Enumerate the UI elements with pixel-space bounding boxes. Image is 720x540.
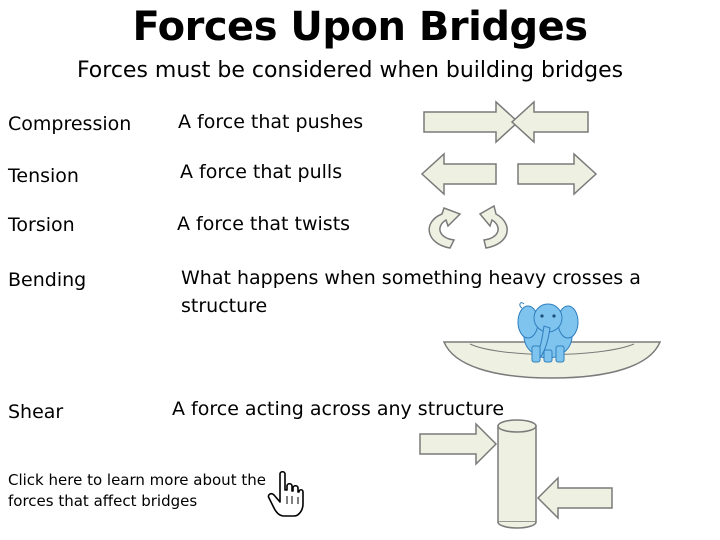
compression-arrows-icon — [423, 100, 589, 144]
shear-arrows-icon — [419, 419, 613, 529]
desc-torsion: A force that twists — [177, 213, 351, 235]
slide-subtitle: Forces must be considered when building … — [76, 58, 624, 83]
torsion-arrows-icon — [428, 204, 508, 249]
term-bending: Bending — [8, 269, 87, 291]
learn-more-link[interactable]: Click here to learn more about the force… — [8, 471, 266, 510]
term-tension: Tension — [8, 165, 79, 187]
pointing-hand-icon[interactable] — [266, 470, 306, 520]
desc-tension: A force that pulls — [180, 161, 343, 183]
term-torsion: Torsion — [8, 214, 75, 236]
term-shear: Shear — [8, 401, 64, 423]
desc-compression: A force that pushes — [178, 111, 364, 133]
desc-shear: A force acting across any structure — [172, 398, 505, 420]
term-compression: Compression — [8, 113, 132, 135]
elephant-on-bridge-icon — [442, 302, 662, 379]
desc-bending: What happens when something heavy crosse… — [181, 267, 641, 317]
slide-title: Forces Upon Bridges — [132, 4, 588, 50]
tension-arrows-icon — [420, 152, 598, 196]
